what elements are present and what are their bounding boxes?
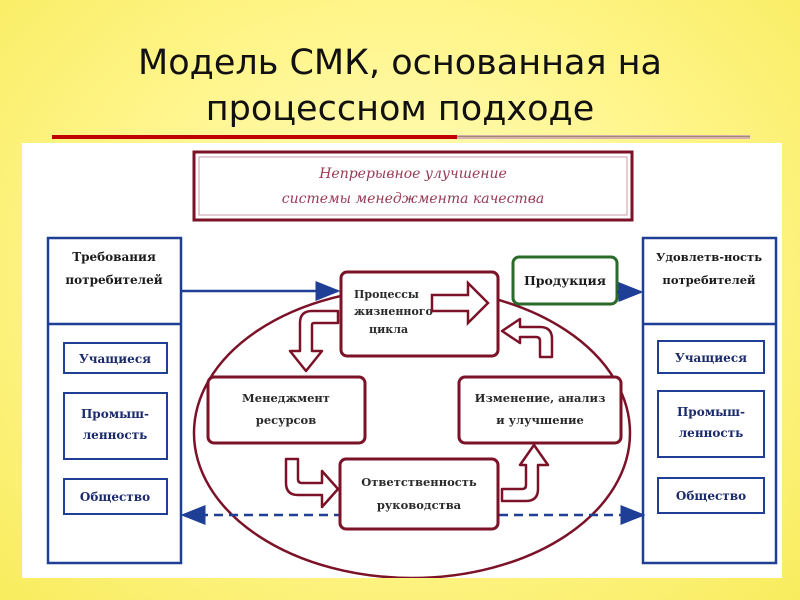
customer-requirements-panel: Требования потребителей Учащиеся Промыш-…	[46, 236, 183, 565]
leadership-line-2: руководства	[377, 498, 462, 512]
lifecycle-line-1: Процессы	[354, 288, 419, 301]
requirements-header-2: потребителей	[65, 273, 162, 287]
slide-title: Модель СМК, основанная на процессном под…	[138, 43, 662, 129]
lifecycle-line-3: цикла	[369, 323, 408, 336]
continuous-improvement-box: Непрерывное улучшение системы менеджмент…	[192, 150, 634, 222]
management-responsibility-box: Ответственность руководства	[338, 457, 500, 531]
resources-line-2: ресурсов	[256, 413, 316, 427]
satisfaction-header-1: Удовлетв-ность	[656, 250, 762, 264]
resource-management-box: Менеджмент ресурсов	[206, 375, 367, 445]
left-item-society: Общество	[80, 490, 150, 504]
product-box: Продукция	[511, 255, 619, 306]
improvement-line-2: системы менеджмента качества	[282, 191, 544, 207]
requirements-header-1: Требования	[72, 250, 156, 264]
qms-process-diagram: Непрерывное улучшение системы менеджмент…	[46, 150, 778, 580]
analysis-line-1: Изменение, анализ	[475, 391, 606, 405]
right-arrow-icon	[430, 279, 490, 327]
improvement-line-1: Непрерывное улучшение	[318, 166, 507, 182]
curved-arrow-down-left-icon	[288, 309, 340, 373]
lifecycle-processes-box: Процессы жизненного цикла	[339, 270, 500, 358]
leadership-line-1: Ответственность	[361, 475, 477, 489]
curved-arrow-up-bottom-icon	[500, 443, 550, 503]
curved-arrow-right-bottom-icon	[284, 457, 340, 509]
analysis-improvement-box: Изменение, анализ и улучшение	[457, 375, 623, 445]
right-item-students: Учащиеся	[675, 351, 747, 365]
right-item-industry-2: ленность	[679, 426, 744, 440]
right-item-industry-1: Промыш-	[677, 405, 745, 419]
satisfaction-header-2: потребителей	[662, 273, 756, 287]
diagram-panel: Непрерывное улучшение системы менеджмент…	[22, 143, 782, 580]
product-label: Продукция	[524, 273, 606, 288]
lifecycle-line-2: жизненного	[354, 305, 433, 318]
resources-line-1: Менеджмент	[242, 391, 330, 405]
customer-satisfaction-panel: Удовлетв-ность потребителей Учащиеся Про…	[641, 236, 778, 565]
curved-arrow-up-right-icon	[500, 317, 554, 359]
analysis-line-2: и улучшение	[496, 413, 584, 427]
left-item-industry-2: ленность	[83, 428, 148, 442]
right-item-society: Общество	[676, 489, 746, 503]
left-item-students: Учащиеся	[79, 352, 151, 366]
left-item-industry-1: Промыш-	[81, 407, 149, 421]
title-underline	[52, 135, 750, 139]
